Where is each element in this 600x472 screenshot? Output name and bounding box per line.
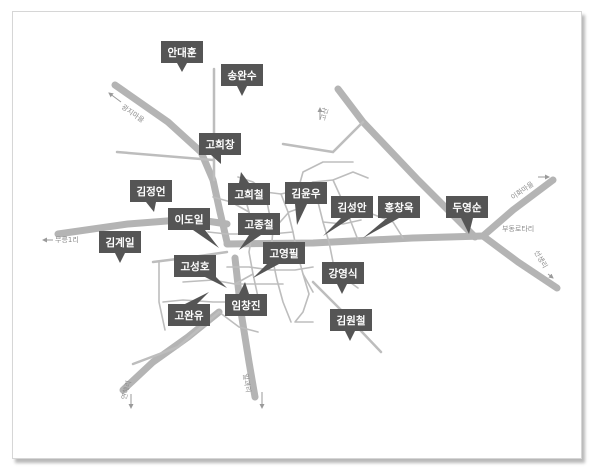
marker-kim-seongan-label: 김성안 bbox=[338, 201, 367, 214]
marker-kim-yunu[interactable]: 김윤우 bbox=[285, 182, 327, 225]
marker-kang-yeongsik-label: 강영식 bbox=[329, 267, 358, 280]
marker-go-seongho[interactable]: 고성호 bbox=[174, 255, 227, 288]
marker-go-huichang-label: 고희창 bbox=[206, 138, 235, 151]
marker-i-doil-label: 이도일 bbox=[175, 213, 204, 226]
marker-go-huicheol-label: 고희철 bbox=[235, 188, 264, 201]
direction-n: 고산 bbox=[317, 106, 330, 122]
marker-du-yeongsun-label: 두영순 bbox=[453, 201, 482, 214]
marker-song-wansu-label: 송완수 bbox=[228, 69, 257, 82]
marker-go-huichang[interactable]: 고희창 bbox=[199, 133, 241, 164]
direction-se-label: 선생리 bbox=[532, 249, 549, 270]
name-markers: 안대훈 송완수 고희창 고희철 김윤우 김정언 bbox=[99, 41, 488, 341]
marker-go-jongcheol-label: 고종철 bbox=[245, 218, 274, 231]
direction-w-label: 무릉1리 bbox=[55, 235, 79, 244]
marker-kim-jeongeon[interactable]: 김정언 bbox=[130, 180, 172, 212]
direction-w: 무릉1리 bbox=[42, 235, 79, 244]
map-frame: 광지마을 고산 이화마을 부동로타리 선생리 무릉1리 연해리 일과리 bbox=[12, 11, 582, 459]
marker-kim-woncheol[interactable]: 김원철 bbox=[330, 309, 372, 341]
marker-go-yeongpil-label: 고영필 bbox=[270, 247, 299, 260]
marker-go-seongho-label: 고성호 bbox=[181, 260, 210, 273]
marker-kim-jeongeon-label: 김정언 bbox=[137, 185, 166, 198]
road-minor-east bbox=[281, 120, 365, 154]
marker-kim-gyeil-label: 김계일 bbox=[106, 236, 135, 249]
marker-im-changjin-label: 임창진 bbox=[232, 299, 261, 312]
direction-s-label: 일과리 bbox=[241, 373, 253, 394]
marker-go-wanyu-label: 고완유 bbox=[175, 309, 204, 322]
road-northwest bbox=[111, 81, 231, 246]
road-southeast bbox=[479, 232, 561, 292]
marker-i-doil[interactable]: 이도일 bbox=[168, 208, 219, 248]
marker-song-wansu[interactable]: 송완수 bbox=[221, 64, 263, 96]
marker-go-jongcheol[interactable]: 고종철 bbox=[238, 213, 280, 250]
direction-s: 일과리 bbox=[241, 373, 265, 409]
road-minor-westlink bbox=[115, 150, 215, 162]
road-south bbox=[231, 254, 259, 401]
marker-an-daehun-label: 안대훈 bbox=[168, 46, 197, 59]
road-northeast bbox=[479, 176, 557, 240]
marker-go-yeongpil[interactable]: 고영필 bbox=[253, 242, 305, 278]
marker-an-daehun[interactable]: 안대훈 bbox=[161, 41, 203, 72]
marker-kim-yunu-label: 김윤우 bbox=[292, 188, 321, 200]
direction-n-label: 고산 bbox=[318, 106, 330, 121]
direction-ne2-label: 부동로타리 bbox=[502, 224, 534, 233]
marker-im-changjin[interactable]: 임창진 bbox=[225, 282, 267, 316]
marker-du-yeongsun[interactable]: 두영순 bbox=[446, 196, 488, 234]
marker-kim-seongan[interactable]: 김성안 bbox=[323, 196, 373, 236]
marker-kim-woncheol-label: 김원철 bbox=[337, 314, 366, 327]
marker-go-wanyu[interactable]: 고완유 bbox=[168, 292, 210, 326]
village-map[interactable]: 광지마을 고산 이화마을 부동로타리 선생리 무릉1리 연해리 일과리 bbox=[13, 12, 581, 458]
marker-hong-changuk-label: 홍창욱 bbox=[385, 201, 414, 214]
direction-sw: 연해리 bbox=[119, 380, 134, 409]
marker-kang-yeongsik[interactable]: 강영식 bbox=[322, 262, 364, 294]
marker-hong-changuk[interactable]: 홍창욱 bbox=[363, 196, 420, 238]
marker-kim-gyeil[interactable]: 김계일 bbox=[99, 231, 141, 263]
marker-go-huicheol[interactable]: 고희철 bbox=[228, 172, 270, 205]
